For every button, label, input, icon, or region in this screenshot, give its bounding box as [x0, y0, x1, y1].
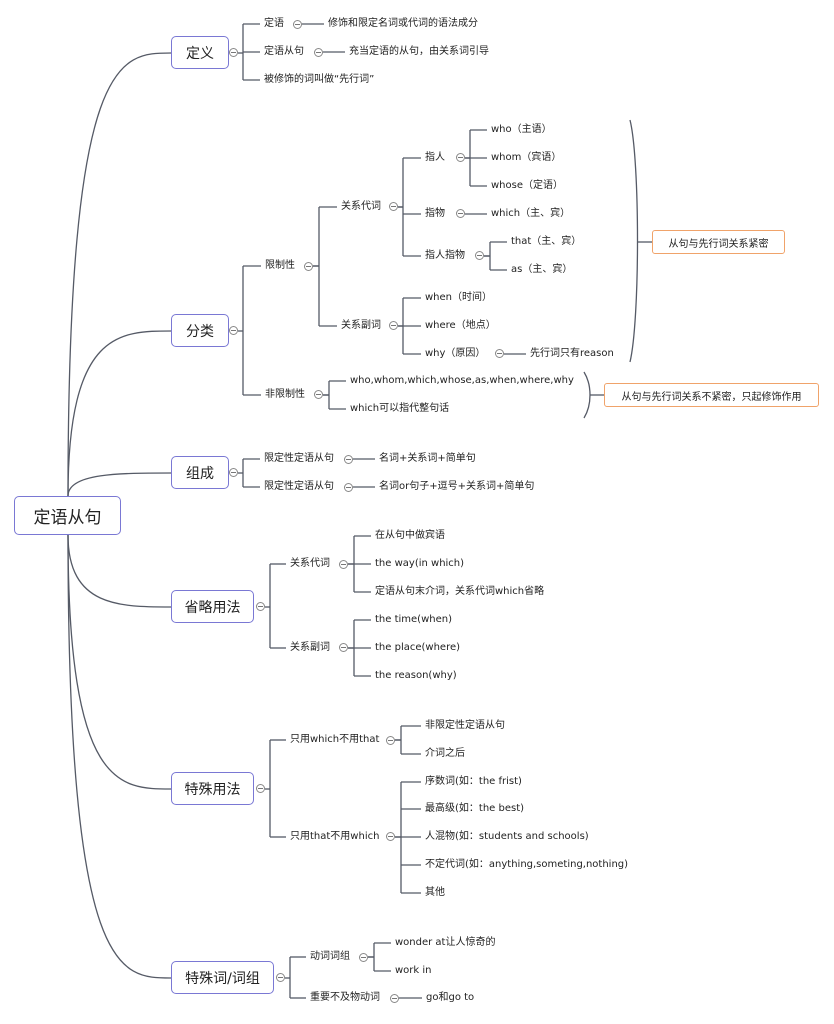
branch-special-usage[interactable]: 特殊用法 — [171, 772, 254, 805]
root-node[interactable]: 定语从句 — [14, 496, 121, 535]
node-omit-pronoun[interactable]: 关系代词 — [290, 558, 330, 569]
root-branch-curve — [67, 534, 172, 790]
node-why[interactable]: why（原因） — [425, 348, 486, 359]
branch-composition[interactable]: 组成 — [171, 456, 229, 489]
collapse-toggle-icon[interactable] — [344, 483, 353, 492]
node-which-2[interactable]: 介词之后 — [425, 748, 465, 759]
node-where[interactable]: where（地点） — [425, 320, 496, 331]
restrictive-summary-callout[interactable]: 从句与先行词关系紧密 — [652, 230, 785, 254]
node-which-1[interactable]: 非限定性定语从句 — [425, 720, 505, 731]
node-relative-pronoun[interactable]: 关系代词 — [341, 201, 381, 212]
brace-line — [583, 371, 591, 419]
node-whom[interactable]: whom（宾语） — [491, 152, 562, 163]
node-restrictive[interactable]: 限制性 — [265, 260, 295, 271]
node-only-that[interactable]: 只用that不用which — [290, 831, 380, 842]
node-thing[interactable]: 指物 — [425, 208, 445, 219]
node-whose[interactable]: whose（定语） — [491, 180, 563, 191]
node-that[interactable]: that（主、宾） — [511, 236, 582, 247]
node-why-note[interactable]: 先行词只有reason — [530, 348, 614, 359]
collapse-toggle-icon[interactable] — [389, 202, 398, 211]
node-which-whole-sentence[interactable]: which可以指代整句话 — [350, 403, 450, 414]
collapse-toggle-icon[interactable] — [256, 784, 265, 793]
collapse-toggle-icon[interactable] — [495, 349, 504, 358]
node-composition-2[interactable]: 限定性定语从句 — [264, 481, 334, 492]
root-branch-curve — [67, 534, 172, 979]
node-that-5[interactable]: 其他 — [425, 887, 445, 898]
brace-line — [629, 119, 639, 363]
collapse-toggle-icon[interactable] — [304, 262, 313, 271]
node-clause-desc[interactable]: 充当定语的从句，由关系词引导 — [349, 46, 489, 57]
collapse-toggle-icon[interactable] — [229, 326, 238, 335]
node-relative-adverb[interactable]: 关系副词 — [341, 320, 381, 331]
node-person[interactable]: 指人 — [425, 152, 445, 163]
branch-classification[interactable]: 分类 — [171, 314, 229, 347]
collapse-toggle-icon[interactable] — [344, 455, 353, 464]
root-branch-curve — [67, 534, 172, 608]
branch-omission[interactable]: 省略用法 — [171, 590, 254, 623]
node-omit-p1[interactable]: 在从句中做宾语 — [375, 530, 445, 541]
collapse-toggle-icon[interactable] — [293, 20, 302, 29]
node-composition-2-desc[interactable]: 名词or句子+逗号+关系词+简单句 — [379, 481, 535, 492]
node-omit-a2[interactable]: the place(where) — [375, 642, 461, 653]
node-verb-phrase[interactable]: 动词词组 — [310, 951, 350, 962]
root-branch-curve — [67, 472, 172, 497]
collapse-toggle-icon[interactable] — [456, 209, 465, 218]
node-as[interactable]: as（主、宾） — [511, 264, 573, 275]
collapse-toggle-icon[interactable] — [475, 251, 484, 260]
node-wonder-at[interactable]: wonder at让人惊奇的 — [395, 937, 496, 948]
node-that-3[interactable]: 人混物(如：students and schools) — [425, 831, 589, 842]
node-omit-a1[interactable]: the time(when) — [375, 614, 452, 625]
root-branch-curve — [67, 330, 172, 497]
collapse-toggle-icon[interactable] — [386, 736, 395, 745]
collapse-toggle-icon[interactable] — [386, 832, 395, 841]
node-omit-adverb[interactable]: 关系副词 — [290, 642, 330, 653]
collapse-toggle-icon[interactable] — [359, 953, 368, 962]
node-attributive[interactable]: 定语 — [264, 18, 284, 29]
collapse-toggle-icon[interactable] — [229, 48, 238, 57]
node-that-2[interactable]: 最高级(如：the best) — [425, 803, 525, 814]
node-omit-p2[interactable]: the way(in which) — [375, 558, 465, 569]
node-which[interactable]: which（主、宾） — [491, 208, 571, 219]
node-that-4[interactable]: 不定代词(如：anything,someting,nothing) — [425, 859, 629, 870]
node-nonrestrictive[interactable]: 非限制性 — [265, 389, 305, 400]
node-when[interactable]: when（时间） — [425, 292, 493, 303]
collapse-toggle-icon[interactable] — [276, 973, 285, 982]
root-branch-curve — [67, 52, 172, 497]
collapse-toggle-icon[interactable] — [314, 390, 323, 399]
node-who[interactable]: who（主语） — [491, 124, 552, 135]
branch-definition[interactable]: 定义 — [171, 36, 229, 69]
node-composition-1[interactable]: 限定性定语从句 — [264, 453, 334, 464]
collapse-toggle-icon[interactable] — [389, 321, 398, 330]
nonrestrictive-summary-callout[interactable]: 从句与先行词关系不紧密，只起修饰作用 — [604, 383, 819, 407]
collapse-toggle-icon[interactable] — [339, 560, 348, 569]
node-only-which[interactable]: 只用which不用that — [290, 734, 380, 745]
node-person-thing[interactable]: 指人指物 — [425, 250, 465, 261]
collapse-toggle-icon[interactable] — [229, 468, 238, 477]
node-omit-p3[interactable]: 定语从句末介词，关系代词which省略 — [375, 586, 545, 597]
collapse-toggle-icon[interactable] — [339, 643, 348, 652]
node-intransitive[interactable]: 重要不及物动词 — [310, 992, 380, 1003]
node-omit-a3[interactable]: the reason(why) — [375, 670, 457, 681]
collapse-toggle-icon[interactable] — [390, 994, 399, 1003]
node-go[interactable]: go和go to — [426, 992, 475, 1003]
node-work-in[interactable]: work in — [395, 965, 432, 976]
node-composition-1-desc[interactable]: 名词+关系词+简单句 — [379, 453, 476, 464]
collapse-toggle-icon[interactable] — [456, 153, 465, 162]
collapse-toggle-icon[interactable] — [314, 48, 323, 57]
node-that-1[interactable]: 序数词(如：the frist) — [425, 776, 522, 787]
node-attributive-desc[interactable]: 修饰和限定名词或代词的语法成分 — [328, 18, 478, 29]
branch-special-words[interactable]: 特殊词/词组 — [171, 961, 274, 994]
collapse-toggle-icon[interactable] — [256, 602, 265, 611]
node-antecedent[interactable]: 被修饰的词叫做“先行词” — [264, 74, 375, 85]
node-nonrestrictive-words[interactable]: who,whom,which,whose,as,when,where,why — [350, 375, 574, 386]
root-label: 定语从句 — [33, 508, 102, 528]
node-attributive-clause[interactable]: 定语从句 — [264, 46, 304, 57]
